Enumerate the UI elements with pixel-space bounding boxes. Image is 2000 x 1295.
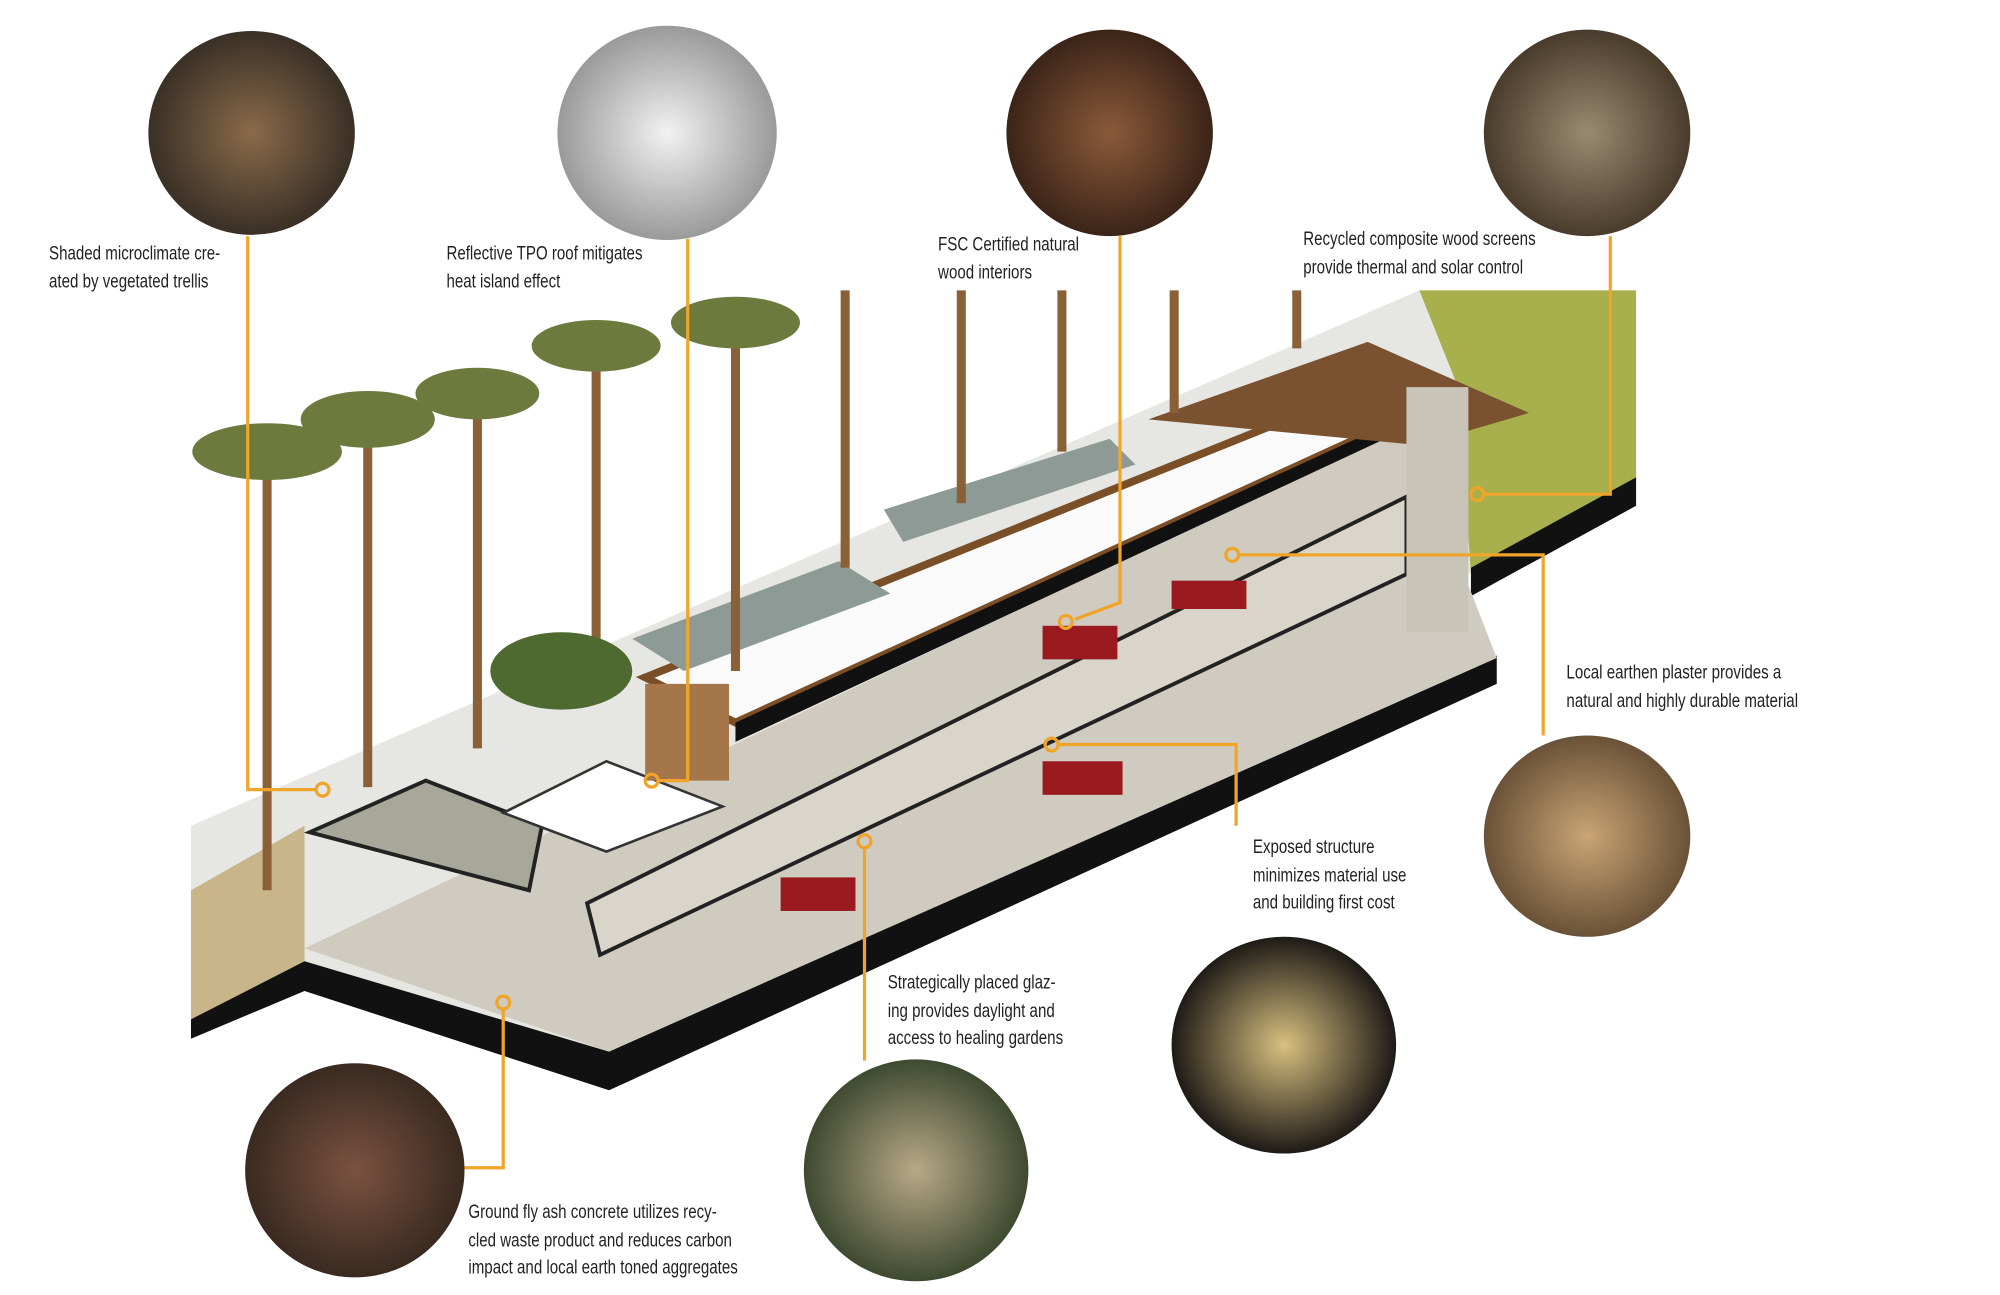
callout-glazing: Strategically placed glaz-ing provides d…: [888, 969, 1063, 1052]
stair-tower: [1406, 387, 1469, 633]
exposed-structure-photo: [1171, 936, 1397, 1154]
callout-structure: Exposed structure minimizes material use a…: [1253, 834, 1407, 917]
leader-lines: [246, 236, 1612, 1170]
callout-line: ated by vegetated trellis: [49, 270, 209, 293]
earthen-plaster-photo: [1483, 735, 1691, 937]
foundation-east: [1470, 477, 1637, 597]
callout-line: Strategically placed glaz-: [887, 971, 1056, 994]
shade-canopy-2: [883, 438, 1136, 542]
callout-line: natural and highly durable material: [1566, 689, 1799, 712]
callout-line: Exposed structure: [1252, 836, 1375, 859]
wood-interior-photo: [1006, 29, 1213, 237]
callout-line: Reflective TPO roof mitigates: [446, 242, 643, 265]
red-seating: [780, 580, 1247, 911]
callout-line: ing provides daylight and: [887, 999, 1055, 1022]
callout-trellis: Shaded microclimate cre-ated by vegetate…: [49, 240, 220, 295]
white-roof-photo: [557, 25, 777, 240]
callout-wood: FSC Certified natural wood interiors: [938, 231, 1079, 286]
wood-screens-photo: [1483, 29, 1691, 237]
callout-line: Local earthen plaster provides a: [1566, 661, 1782, 684]
callout-line: impact and local earth toned aggregates: [468, 1256, 738, 1279]
callout-concrete: Ground fly ash concrete utilizes recy-cl…: [468, 1199, 737, 1282]
glazing-garden-photo: [803, 1059, 1029, 1282]
shade-canopy-1: [632, 561, 891, 671]
callout-line: heat island effect: [446, 270, 561, 293]
gravel-garden: [190, 825, 305, 1020]
callout-line: Shaded microclimate cre-: [49, 242, 221, 265]
callout-screens: Recycled composite wood screens provide t…: [1303, 226, 1535, 281]
callout-line: FSC Certified natural: [938, 233, 1080, 256]
vegetated-trellis-photo: [148, 30, 355, 235]
lawn: [1419, 290, 1637, 575]
callout-line: minimizes material use: [1252, 863, 1407, 886]
fly-ash-concrete-photo: [245, 1063, 465, 1278]
callout-line: Recycled composite wood screens: [1303, 228, 1536, 251]
callout-roof: Reflective TPO roof mitigates heat island…: [446, 240, 642, 295]
callout-line: and building first cost: [1252, 891, 1395, 914]
callout-line: wood interiors: [938, 261, 1033, 284]
roof-dark-edge: [735, 412, 1413, 742]
white-canopy: [499, 759, 727, 853]
palm-fronds: [192, 296, 800, 710]
callout-line: access to healing gardens: [887, 1027, 1064, 1050]
callout-plaster: Local earthen plaster provides a natural …: [1566, 659, 1798, 714]
callout-line: cled waste product and reduces carbon: [468, 1229, 732, 1251]
callout-line: provide thermal and solar control: [1303, 256, 1524, 279]
callout-line: Ground fly ash concrete utilizes recy-: [468, 1201, 717, 1224]
